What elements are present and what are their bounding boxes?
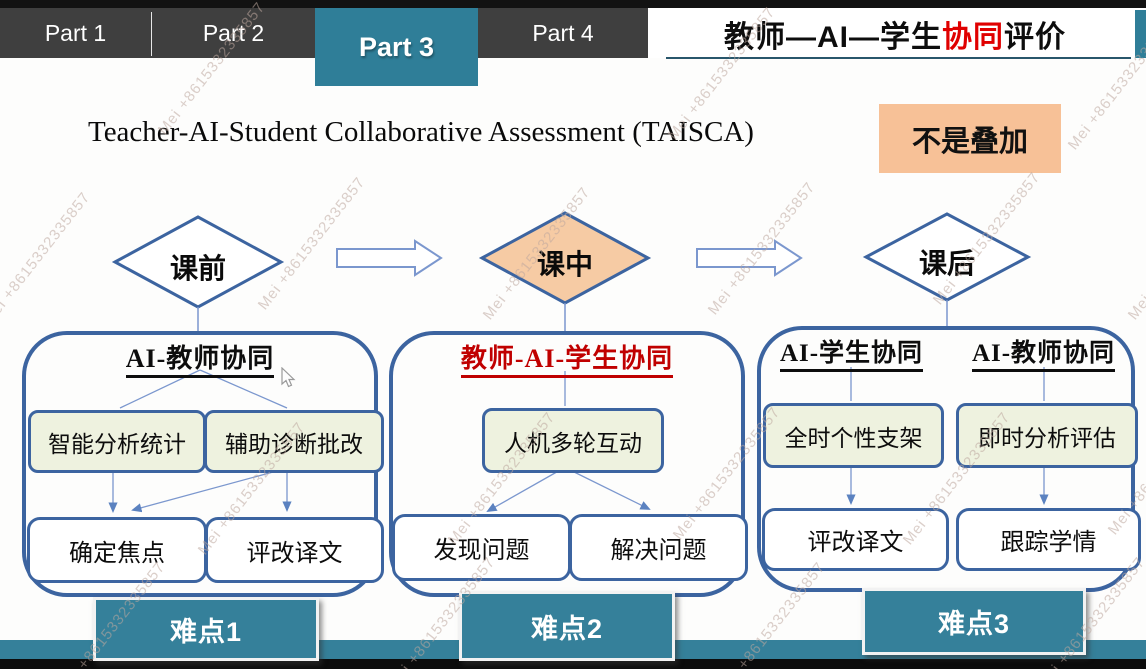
panel3-heading-right-text: AI-教师协同 [971,340,1116,372]
stage-label-in-class: 课中 [536,249,593,280]
tab-part-2[interactable]: Part 2 [202,19,265,46]
emphasis-badge: 不是叠加 [879,104,1061,173]
tab-part-4[interactable]: Part 4 [532,19,594,46]
node-multi-turn-interaction: 人机多轮互动 [482,408,664,473]
top-strip [0,0,1146,8]
panel1-heading-text: AI-教师协同 [125,344,275,378]
node-personal-scaffold: 全时个性支架 [763,403,944,468]
page-title-highlight: 协同 [942,21,1004,54]
watermark: Mei +8615332335857 [1124,184,1146,324]
panel3-heading-right: AI-教师协同 [956,333,1131,372]
title-zone [648,8,1146,58]
watermark: Mei +8615332335857 [254,173,369,314]
nav-divider [151,12,152,56]
difficulty-tag-3: 难点3 [862,588,1086,655]
watermark: Mei +8615332335857 [704,178,819,319]
page-title: 教师—AI—学生协同评价 [660,12,1130,56]
panel2-heading: 教师-AI-学生协同 [417,338,717,378]
difficulty-tag-1: 难点1 [93,597,319,661]
node-ai-analysis: 智能分析统计 [28,410,206,473]
bottom-black-bar [0,659,1146,669]
node-track-learning: 跟踪学情 [956,508,1141,571]
page-title-suffix: 评价 [1004,21,1066,54]
right-accent-bar [1135,10,1146,58]
watermark: Mei +8615332335857 [0,188,94,329]
node-revise-translation-2: 评改译文 [762,508,949,571]
panel2-heading-text: 教师-AI-学生协同 [460,344,674,378]
block-arrow-right-icon [336,239,443,277]
node-find-problems: 发现问题 [392,514,571,581]
panel3-heading-left: AI-学生协同 [764,333,939,372]
panel3-heading-left-text: AI-学生协同 [779,340,924,372]
stage-label-post-class: 课后 [918,248,975,279]
node-assisted-diagnosis: 辅助诊断批改 [204,410,384,473]
tab-part-3-active[interactable]: Part 3 [315,8,478,86]
node-instant-assessment: 即时分析评估 [956,403,1138,468]
title-underline [666,57,1131,59]
subtitle: Teacher-AI-Student Collaborative Assessm… [88,116,754,148]
panel1-heading: AI-教师协同 [100,338,300,378]
node-solve-problems: 解决问题 [569,514,748,581]
tab-part-1[interactable]: Part 1 [44,19,107,46]
node-revise-translation: 评改译文 [205,517,384,583]
watermark: Mei +8615332335857 [929,168,1044,309]
stage-label-pre-class: 课前 [169,253,226,284]
page-title-prefix: 教师—AI—学生 [724,21,942,54]
difficulty-tag-2: 难点2 [459,591,675,661]
block-arrow-right-icon [696,239,803,277]
node-determine-focus: 确定焦点 [27,517,207,583]
